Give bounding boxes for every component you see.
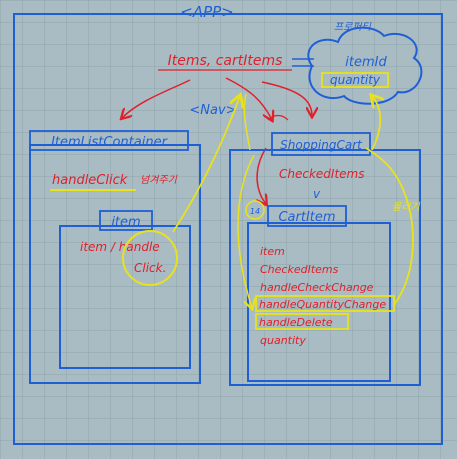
cart-side-note: 올리기 bbox=[392, 201, 420, 213]
itemlist-container-title: ItemListContainer bbox=[51, 135, 169, 150]
state-label: Items, cartItems bbox=[168, 53, 283, 69]
item-box bbox=[59, 225, 191, 369]
cart-prop-checkeditems: CheckedItems bbox=[279, 167, 364, 181]
arrow-state-to-itemlist bbox=[122, 79, 191, 118]
cart-item-title: CartItem bbox=[278, 210, 335, 225]
handler-note: 넘겨주기 bbox=[140, 174, 178, 186]
shopping-cart-box bbox=[229, 149, 421, 386]
itemlist-container-tab bbox=[29, 130, 189, 151]
arrow-up-to-cloud bbox=[372, 96, 380, 151]
cloud-field-itemid: itemId bbox=[345, 55, 387, 70]
down-check-glyph: v bbox=[313, 187, 321, 201]
badge-circle bbox=[245, 200, 265, 220]
cloud-note: 프로퍼티 bbox=[334, 21, 372, 33]
nav-label: <Nav> bbox=[189, 103, 236, 118]
app-title: <APP> bbox=[180, 3, 234, 21]
arrow-item-up-to-state bbox=[172, 96, 240, 233]
arrow-state-to-cart bbox=[225, 77, 272, 120]
cart-item-tab bbox=[267, 205, 347, 227]
handleclick-circle bbox=[122, 230, 178, 286]
cartitem-prop-handledelete: handleDelete bbox=[259, 316, 333, 329]
cartitem-prop-checkeditems: CheckedItems bbox=[260, 263, 339, 276]
itemlist-container-box bbox=[29, 144, 201, 384]
shopping-cart-tab bbox=[271, 132, 371, 156]
delete-highlight bbox=[255, 313, 349, 330]
quantity-highlight bbox=[321, 72, 389, 88]
shopping-cart-title: ShoppingCart bbox=[280, 138, 363, 152]
app-box bbox=[13, 13, 443, 445]
arrow-cart-to-cartitem bbox=[257, 147, 266, 204]
item-tab bbox=[99, 210, 153, 231]
cartitem-prop-handlecheckchange: handleCheckChange bbox=[260, 281, 374, 294]
arrow-state-to-cart-2 bbox=[261, 81, 312, 116]
item-prop-line1: item / handle bbox=[80, 240, 160, 254]
arrow-lift-right bbox=[365, 147, 414, 306]
arrow-cart-down bbox=[237, 154, 254, 308]
badge-text: 14 bbox=[250, 207, 260, 216]
merge-mark bbox=[267, 114, 289, 121]
cloud-field-quantity: quantity bbox=[330, 73, 381, 87]
cartitem-prop-handlequantitychange: handleQuantityChange bbox=[259, 298, 386, 311]
cartitem-prop-quantity: quantity bbox=[260, 334, 306, 347]
cartitem-prop-item: item bbox=[260, 245, 285, 258]
handler-handleclick: handleClick bbox=[52, 173, 128, 188]
props-cloud bbox=[307, 26, 423, 105]
item-title: item bbox=[111, 215, 140, 230]
equals-sign bbox=[292, 58, 314, 67]
item-prop-line2: Click. bbox=[134, 261, 166, 275]
arrow-lift-middle bbox=[243, 93, 251, 151]
